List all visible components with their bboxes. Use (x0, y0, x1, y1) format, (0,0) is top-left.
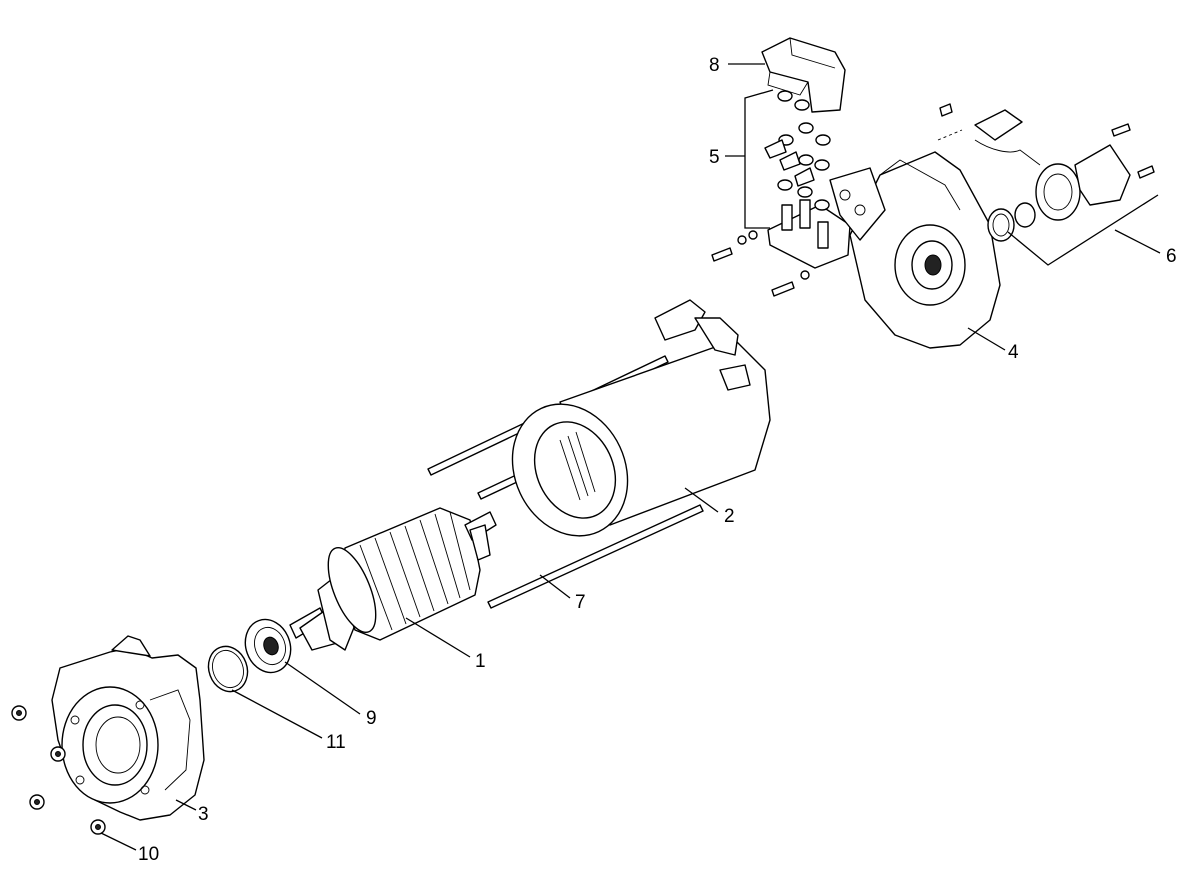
nut (90, 819, 106, 835)
callout-9: 9 (366, 708, 377, 729)
callout-labels: 1 2 3 4 5 6 7 8 9 10 11 (138, 55, 1177, 865)
callout-1: 1 (475, 651, 486, 672)
bearing (244, 618, 292, 674)
rear-end-housing (829, 151, 1001, 349)
callout-4: 4 (1008, 342, 1019, 363)
callout-8: 8 (709, 55, 720, 76)
callout-6: 6 (1166, 246, 1177, 267)
nut (29, 794, 45, 810)
stator (511, 299, 771, 537)
callout-11: 11 (326, 732, 346, 753)
terminal-block (711, 90, 851, 297)
callout-5: 5 (709, 147, 720, 168)
callout-10: 10 (138, 844, 159, 865)
terminal-cover (761, 37, 846, 113)
nuts (11, 705, 106, 835)
o-ring (207, 645, 249, 693)
nut (11, 705, 27, 721)
callout-3: 3 (198, 804, 209, 825)
screws (711, 230, 810, 297)
front-end-housing (51, 635, 205, 821)
callout-7: 7 (575, 592, 586, 613)
leader-lines (100, 63, 1161, 851)
nut (50, 746, 66, 762)
sensor-kit (937, 103, 1155, 242)
callout-2: 2 (724, 506, 735, 527)
rotor (289, 507, 497, 651)
